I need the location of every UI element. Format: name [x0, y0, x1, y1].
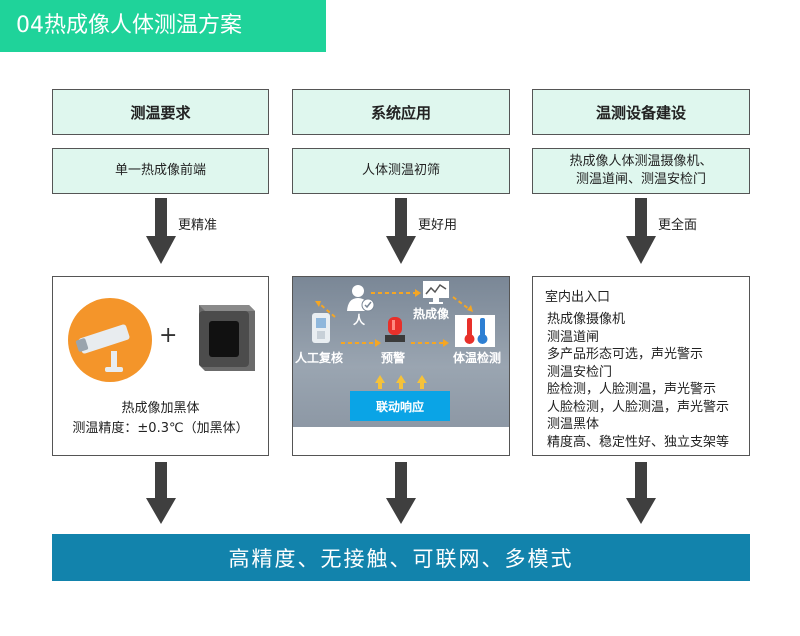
- list-item: 精度高、稳定性好、独立支架等: [547, 434, 730, 450]
- arrow-label-accuracy: 更精准: [178, 218, 218, 233]
- list-item: 测温道闸: [547, 329, 600, 345]
- application-detail-box: 人体测温初筛: [292, 148, 510, 194]
- list-item: 测温黑体: [547, 417, 600, 432]
- requirement-detail-box: 单一热成像前端: [52, 148, 269, 194]
- arrow-down-2: [386, 198, 416, 264]
- arrow-label-coverage: 更全面: [658, 218, 698, 233]
- column-header-application: 系统应用: [292, 89, 510, 135]
- list-item: 测温安检门: [547, 364, 613, 380]
- blackbody-icon: [199, 305, 255, 371]
- summary-bar: 高精度、无接触、可联网、多模式: [52, 534, 750, 581]
- column-header-equipment: 温测设备建设: [532, 89, 750, 135]
- system-application-panel: 人 热成像 人工复核 预警 体温检测 联动响应: [292, 276, 510, 456]
- alarm-light-icon: [385, 317, 405, 342]
- application-detail-text: 人体测温初筛: [361, 163, 440, 178]
- node-person-label: 人: [353, 313, 366, 327]
- arrow-down-4: [146, 462, 176, 524]
- equipment-list: 热成像摄像机 测温道闸 多产品形态可选，声光警示 测温安检门 脸检测，人脸测温，…: [547, 311, 729, 451]
- arrow-down-3: [626, 198, 656, 264]
- node-thermal-label: 热成像: [413, 307, 450, 321]
- thermal-monitor-icon: [423, 281, 449, 304]
- arrow-down-6: [626, 462, 656, 524]
- list-item: 多产品形态可选，声光警示: [547, 347, 704, 362]
- node-alarm-label: 预警: [381, 351, 406, 365]
- column-header-requirements: 测温要求: [52, 89, 269, 135]
- equipment-list-heading: 室内出入口: [545, 290, 611, 305]
- equipment-detail-line-2: 测温道闸、测温安检门: [575, 172, 706, 187]
- equipment-detail-line-1: 热成像人体测温摄像机、: [569, 154, 713, 169]
- thermal-blackbody-panel: + 热成像加黑体 测温精度：±0.3℃（加黑体）: [52, 276, 269, 456]
- list-item: 人脸检测，人脸测温，声光警示: [547, 399, 730, 415]
- requirement-detail-text: 单一热成像前端: [114, 163, 206, 178]
- arrow-down-1: [146, 198, 176, 264]
- list-item: 脸检测，人脸测温，声光警示: [547, 382, 717, 397]
- person-icon: [347, 285, 375, 312]
- equipment-list-panel: 室内出入口 热成像摄像机 测温道闸 多产品形态可选，声光警示 测温安检门 脸检测…: [532, 276, 750, 456]
- node-manual-label: 人工复核: [295, 351, 344, 365]
- page-title: 04热成像人体测温方案: [0, 0, 326, 52]
- thermal-camera-icon: [68, 298, 152, 382]
- system-flow-arrows: [315, 289, 473, 389]
- manual-review-icon: [312, 313, 330, 343]
- arrow-label-usability: 更好用: [418, 218, 458, 233]
- list-item: 热成像摄像机: [547, 312, 626, 327]
- equipment-detail-box: 热成像人体测温摄像机、 测温道闸、测温安检门: [532, 148, 750, 194]
- thermometer-icon: [455, 315, 495, 347]
- plus-sign: +: [159, 323, 178, 348]
- node-detect-label: 体温检测: [453, 351, 502, 365]
- arrow-down-5: [386, 462, 416, 524]
- panel-caption-line-1: 热成像加黑体: [121, 401, 200, 416]
- panel-caption-line-2: 测温精度：±0.3℃（加黑体）: [72, 421, 249, 436]
- linkage-response-button[interactable]: 联动响应: [350, 391, 450, 421]
